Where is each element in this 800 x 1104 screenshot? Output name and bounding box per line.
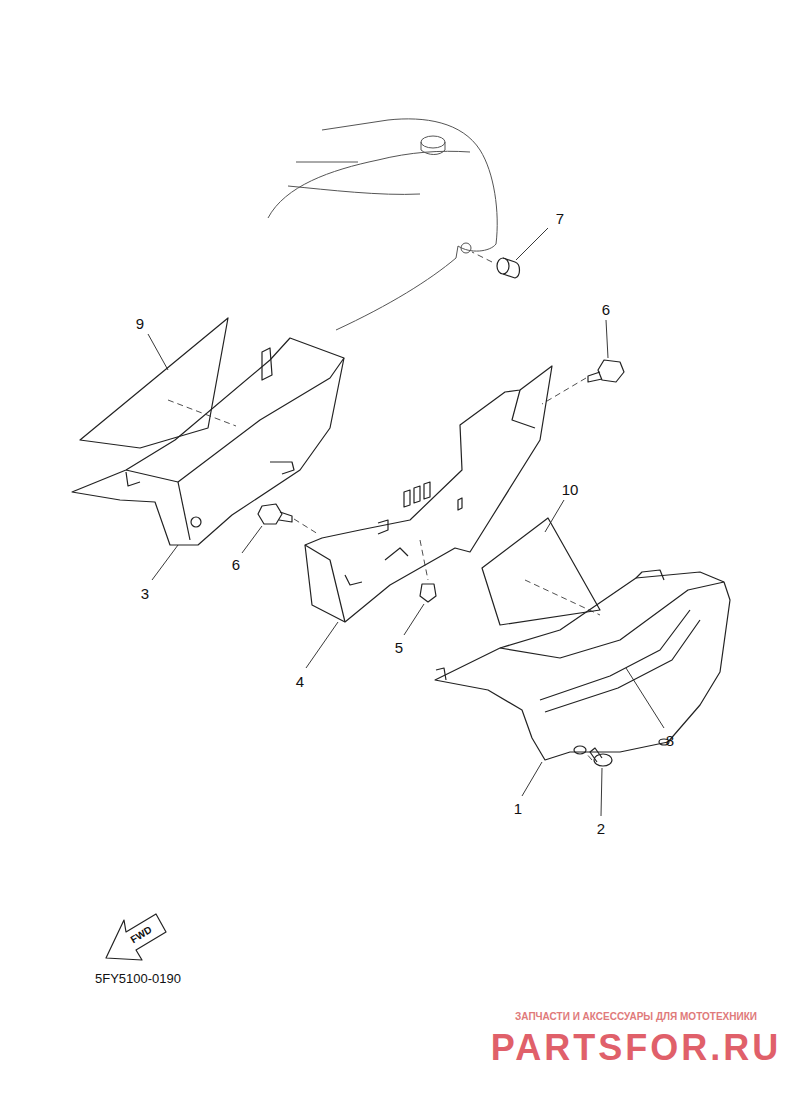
callout-number: 10 (562, 482, 579, 497)
watermark: ЗАПЧАСТИ И АКСЕССУАРЫ ДЛЯ МОТОТЕХНИКИ (515, 1012, 757, 1022)
leader-line (404, 604, 424, 635)
cover-outline (72, 338, 344, 545)
callout-number: 6 (602, 302, 610, 317)
callout-number: 2 (597, 821, 605, 836)
side-cover-left (72, 338, 344, 545)
assembly-line (472, 252, 492, 262)
diagram-code: 5FY5100-0190 (95, 972, 181, 985)
fwd-arrow (106, 914, 166, 960)
bracket-outline (305, 366, 552, 622)
grommet-face (497, 258, 509, 274)
assembly-line (168, 400, 236, 426)
bracket-slot (458, 498, 462, 510)
assembly-line (542, 378, 586, 404)
bracket (305, 366, 552, 622)
bolt (258, 360, 624, 524)
leader-line (606, 320, 608, 358)
bracket-edge (512, 390, 535, 428)
cover-tab (126, 472, 140, 486)
tank-line (268, 151, 470, 218)
tank-cap (421, 142, 445, 155)
leader-line (545, 500, 564, 532)
bolt-shank (588, 372, 602, 382)
cover-tab (262, 348, 272, 380)
cover-hole (574, 746, 586, 754)
assembly-line (294, 519, 318, 534)
callout-number: 6 (232, 557, 240, 572)
sticker (80, 318, 228, 448)
bracket-edge (305, 545, 345, 622)
callout-number: 5 (395, 640, 403, 655)
cover-outline (435, 572, 730, 760)
bracket-edge (385, 548, 408, 560)
cover-edge (126, 358, 344, 482)
bracket-edge (345, 520, 388, 585)
nut-body (420, 584, 436, 602)
callout-number: 3 (141, 586, 149, 601)
side-cover-right (435, 570, 730, 760)
callout-number: 4 (296, 674, 304, 689)
bracket-slot (404, 482, 430, 507)
tank-line (288, 186, 420, 194)
callout-number: 7 (556, 211, 564, 226)
leader-line (522, 762, 542, 796)
callout-number: 1 (514, 801, 522, 816)
tank-hole (461, 243, 471, 253)
cover-tab (270, 462, 294, 474)
assembly-line (585, 752, 592, 760)
cover-tab (436, 668, 446, 680)
assembly-line (420, 540, 428, 580)
tank-outline (322, 119, 497, 330)
leader-line (148, 228, 664, 816)
leader-line (516, 228, 548, 260)
fuel-tank (268, 119, 497, 330)
cover-edge (500, 582, 724, 658)
assembly-line (168, 252, 600, 760)
cover-stripe (545, 620, 700, 712)
cover-stripe (540, 610, 690, 700)
grommet (497, 258, 520, 278)
cover-hole (191, 517, 201, 527)
leader-line (148, 334, 168, 370)
screw-head (594, 754, 612, 766)
tank-line (296, 162, 358, 163)
callout-number: 9 (136, 316, 144, 331)
leader-line (152, 545, 178, 580)
nut (420, 584, 436, 602)
leader-line (601, 768, 602, 816)
watermark-logo: PARTSFOR.RU (491, 1030, 781, 1066)
callout-number: 8 (666, 733, 674, 748)
assembly-line (525, 580, 600, 615)
leader-line (626, 668, 664, 728)
cover-tab (636, 570, 664, 580)
grommet-body (503, 258, 520, 278)
sticker (482, 518, 600, 625)
tank-cap (421, 136, 445, 148)
leader-line (242, 526, 262, 553)
bolt-shank (279, 512, 292, 522)
leader-line (306, 622, 338, 668)
bolt-head (258, 504, 282, 524)
cover-edge (178, 482, 190, 540)
screw (590, 748, 612, 766)
